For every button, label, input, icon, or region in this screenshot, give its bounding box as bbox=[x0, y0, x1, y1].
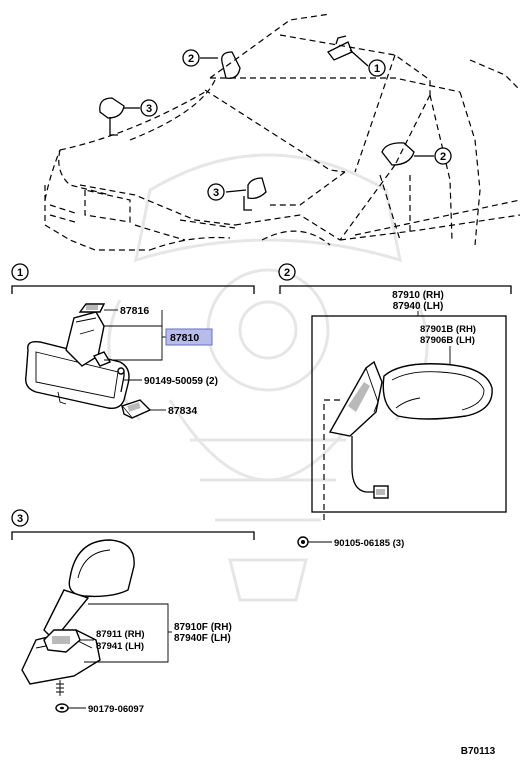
svg-text:2: 2 bbox=[188, 53, 194, 65]
svg-text:2: 2 bbox=[284, 267, 290, 279]
svg-text:2: 2 bbox=[440, 151, 446, 163]
label-87940f-lh: 87940F (LH) bbox=[174, 633, 231, 644]
svg-text:1: 1 bbox=[17, 267, 23, 279]
label-87834: 87834 bbox=[168, 405, 197, 417]
label-87940-lh: 87940 (LH) bbox=[393, 301, 444, 312]
label-90105-06185: 90105-06185 (3) bbox=[334, 538, 404, 549]
section-3-fender-mirror: 3 87910F (RH) 87940F (LH) 87911 (RH) 879… bbox=[11, 509, 255, 715]
highlight-87810 bbox=[165, 328, 213, 346]
label-90149-50059: 90149-50059 (2) bbox=[144, 376, 218, 387]
label-90179-06097: 90179-06097 bbox=[88, 704, 144, 715]
callout-1-top: 1 bbox=[349, 49, 386, 77]
svg-text:1: 1 bbox=[374, 63, 380, 75]
label-87910f-rh: 87910F (RH) bbox=[174, 622, 232, 633]
section-2-outer-mirror: 2 87910 (RH) 87940 (LH) 87901B (RH) 8790… bbox=[278, 263, 512, 549]
label-87910-rh: 87910 (RH) bbox=[392, 290, 444, 301]
svg-text:3: 3 bbox=[213, 187, 219, 199]
label-87941-lh: 87941 (LH) bbox=[96, 641, 144, 652]
label-87816: 87816 bbox=[120, 305, 149, 317]
callout-2-top-b: 2 bbox=[414, 147, 452, 165]
callout-3-top-b: 3 bbox=[207, 183, 247, 201]
assembly-box bbox=[311, 315, 507, 513]
svg-text:3: 3 bbox=[146, 103, 152, 115]
car-overview bbox=[44, 13, 521, 251]
callout-2-top-a: 2 bbox=[182, 49, 218, 67]
diagram-code: B70113 bbox=[461, 746, 496, 757]
svg-text:3: 3 bbox=[17, 513, 23, 525]
label-87906b-lh: 87906B (LH) bbox=[420, 335, 475, 346]
label-87911-rh: 87911 (RH) bbox=[96, 629, 145, 640]
callout-3-top-a: 3 bbox=[124, 99, 158, 117]
label-87810: 87810 bbox=[170, 332, 199, 344]
label-87901b-rh: 87901B (RH) bbox=[420, 324, 476, 335]
section-1-inside-mirror: 1 87816 87810 90149-50059 (2) 87834 bbox=[11, 263, 255, 419]
